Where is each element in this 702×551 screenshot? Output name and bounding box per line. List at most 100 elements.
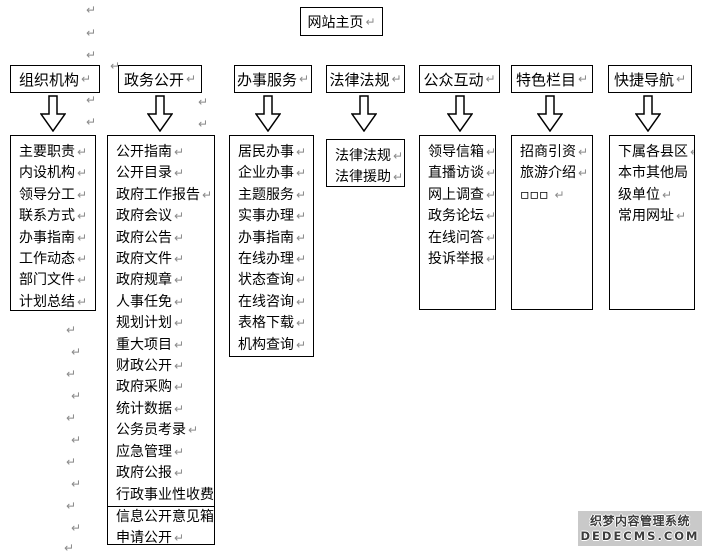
list-item-label: 公务员考录 — [116, 422, 186, 439]
paragraph-mark-icon: ↵ — [198, 95, 209, 109]
list-item: 法律法规↵ — [327, 146, 404, 167]
list-item: 政务论坛↵ — [420, 206, 495, 227]
list-item-label: 实事办理 — [238, 208, 294, 225]
list-item-label: ▫▫▫ — [520, 186, 549, 203]
category-node-laws: 法律法规↵ — [326, 65, 405, 93]
list-item: 状态查询↵ — [230, 270, 313, 291]
category-node-featured-columns: 特色栏目↵ — [511, 65, 593, 93]
list-item-label: 旅游介绍 — [520, 165, 576, 182]
return-mark-icon: ↵ — [174, 466, 185, 481]
category-label: 政务公开 — [123, 70, 184, 89]
down-arrow-icon — [39, 95, 67, 133]
list-item: 领导信箱↵ — [420, 142, 495, 163]
list-item-label: 工作动态 — [19, 251, 75, 268]
list-item-label: 统计数据 — [116, 400, 172, 417]
list-item: 应急管理↵ — [108, 442, 214, 463]
list-item: 规划计划↵ — [108, 313, 214, 334]
return-mark-icon: ↵ — [296, 166, 307, 181]
paragraph-mark-icon: ↵ — [64, 541, 75, 551]
return-mark-icon: ↵ — [174, 401, 185, 416]
list-item: 居民办事↵ — [230, 142, 313, 163]
return-mark-icon: ↵ — [80, 72, 92, 86]
return-mark-icon: ↵ — [486, 230, 496, 245]
paragraph-mark-icon: ↵ — [86, 3, 97, 17]
list-item: 直播访谈↵ — [420, 163, 495, 184]
return-mark-icon: ↵ — [485, 72, 496, 86]
category-node-public-interaction: 公众互动↵ — [419, 65, 500, 93]
list-item-label: 状态查询 — [238, 272, 294, 289]
paragraph-mark-icon: ↵ — [66, 367, 77, 381]
list-item-label: 办事指南 — [19, 229, 75, 246]
dedecms-watermark: 织梦内容管理系统 DEDECMS.COM — [578, 511, 702, 546]
list-item: 政府规章↵ — [108, 270, 214, 291]
down-arrow-icon — [446, 95, 474, 133]
list-item-label: 政府文件 — [116, 251, 172, 268]
list-item-label: 政府规章 — [116, 272, 172, 289]
list-item-label: 机构查询 — [238, 336, 294, 353]
list-item: 领导分工↵ — [11, 185, 95, 206]
list-item-label: 企业办事 — [238, 165, 294, 182]
return-mark-icon: ↵ — [77, 273, 88, 288]
return-mark-icon: ↵ — [174, 359, 185, 374]
return-mark-icon: ↵ — [77, 294, 88, 309]
down-arrow-icon — [254, 95, 282, 133]
return-mark-icon: ↵ — [296, 316, 307, 331]
list-item: 法律援助↵ — [327, 167, 404, 186]
paragraph-mark-icon: ↵ — [71, 389, 82, 403]
list-item-label: 政务论坛 — [428, 208, 484, 225]
list-item: 旅游介绍↵ — [512, 163, 592, 184]
return-mark-icon: ↵ — [77, 166, 88, 181]
list-item-label: 法律法规 — [335, 148, 391, 164]
list-item: 在线问答↵ — [420, 228, 495, 249]
list-item: 机构查询↵ — [230, 335, 313, 356]
list-item-label: 下属各县区 — [618, 144, 688, 160]
list-item: 公开目录↵ — [108, 163, 214, 184]
category-label: 办事服务 — [236, 70, 297, 89]
category-label: 快捷导航 — [613, 70, 674, 89]
return-mark-icon: ↵ — [486, 252, 496, 267]
list-item: 本市其他局 — [610, 163, 694, 184]
paragraph-mark-icon: ↵ — [66, 411, 77, 425]
list-item: 申请公开↵ — [108, 528, 214, 544]
list-item: 政府工作报告↵ — [108, 185, 214, 206]
list-item: 重大项目↵ — [108, 335, 214, 356]
list-item: 主要职责↵ — [11, 142, 95, 163]
paragraph-mark-icon: ↵ — [110, 59, 121, 73]
return-mark-icon: ↵ — [486, 209, 496, 224]
return-mark-icon: ↵ — [174, 294, 185, 309]
return-mark-icon: ↵ — [202, 187, 213, 202]
list-item: 办事指南↵ — [11, 228, 95, 249]
list-item: 公务员考录↵ — [108, 420, 214, 441]
return-mark-icon: ↵ — [393, 149, 404, 163]
return-mark-icon: ↵ — [77, 187, 88, 202]
item-list-public-interaction: 领导信箱↵ 直播访谈↵ 网上调查↵ 政务论坛↵ 在线问答↵ 投诉举报↵ — [419, 135, 496, 310]
list-item-label: 级单位 — [618, 186, 660, 203]
return-mark-icon: ↵ — [77, 252, 88, 267]
paragraph-mark-icon: ↵ — [86, 26, 97, 40]
list-item-label: 领导分工 — [19, 186, 75, 203]
list-item-label: 主要职责 — [19, 144, 75, 160]
paragraph-mark-icon: ↵ — [198, 117, 209, 131]
list-item: 网上调查↵ — [420, 185, 495, 206]
list-item-label: 公开目录 — [116, 165, 172, 182]
return-mark-icon: ↵ — [578, 145, 589, 159]
category-node-organization: 组织机构↵ — [10, 65, 100, 93]
return-mark-icon: ↵ — [174, 145, 185, 159]
return-mark-icon: ↵ — [298, 72, 310, 86]
list-item-label: 投诉举报 — [428, 251, 484, 268]
list-item-label: 政府采购 — [116, 379, 172, 396]
list-item-label: 在线咨询 — [238, 293, 294, 310]
paragraph-mark-icon: ↵ — [66, 455, 77, 469]
list-item-label: 主题服务 — [238, 186, 294, 203]
list-item: 部门文件↵ — [11, 270, 95, 291]
down-arrow-icon — [634, 95, 662, 133]
return-mark-icon: ↵ — [578, 166, 589, 181]
list-item-label: 联系方式 — [19, 208, 75, 225]
list-item-label: 常用网址 — [618, 208, 674, 225]
paragraph-mark-icon: ↵ — [66, 499, 77, 513]
paragraph-mark-icon: ↵ — [71, 477, 82, 491]
list-item: 在线咨询↵ — [230, 292, 313, 313]
category-label: 组织机构 — [18, 70, 79, 89]
category-node-gov-disclosure: 政务公开↵ — [118, 65, 202, 93]
list-item-label: 信息公开意见箱 — [116, 508, 214, 525]
